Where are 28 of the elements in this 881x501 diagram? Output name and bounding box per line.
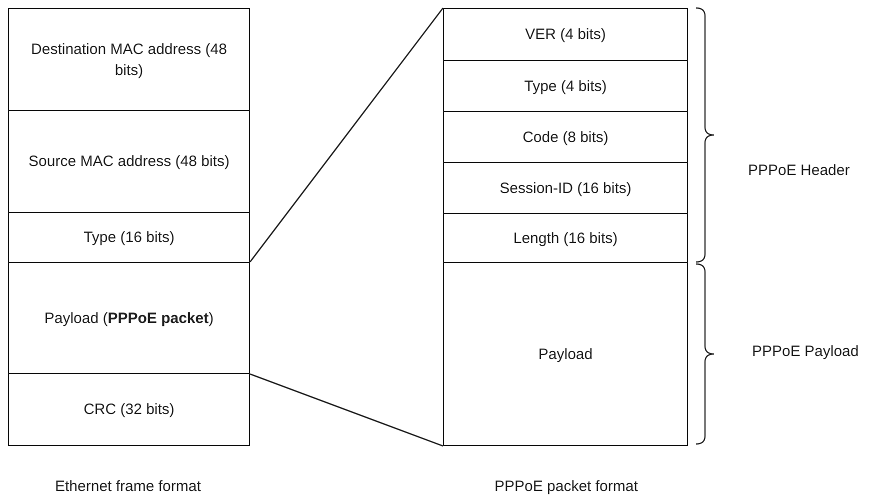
field-label: VER (4 bits) xyxy=(524,25,607,45)
packet-field xyxy=(8,110,250,213)
field-label: CRC (32 bits) xyxy=(82,400,176,420)
packet-field xyxy=(443,162,688,214)
field-label: Payload xyxy=(537,344,594,364)
packet-field xyxy=(8,8,250,111)
field-label: Destination MAC address (48 bits) xyxy=(30,40,228,80)
packet-field xyxy=(8,212,250,263)
field-label: Code (8 bits) xyxy=(522,128,610,148)
packet-field xyxy=(443,60,688,112)
packet-field xyxy=(8,262,250,374)
packet-field xyxy=(443,111,688,163)
brace-label: PPPoE Header xyxy=(748,162,850,179)
field-label: Type (4 bits) xyxy=(523,76,608,96)
format-caption: PPPoE packet format xyxy=(494,478,638,495)
packet-field xyxy=(8,373,250,446)
field-label: Session-ID (16 bits) xyxy=(498,178,632,198)
expansion-line xyxy=(249,8,444,262)
expansion-line xyxy=(250,373,444,447)
field-label: Type (16 bits) xyxy=(82,228,176,248)
field-label: Length (16 bits) xyxy=(512,228,619,248)
field-label: Payload (PPPoE packet) xyxy=(43,308,215,328)
packet-field xyxy=(443,262,688,446)
brace-label: PPPoE Payload xyxy=(752,343,859,360)
packet-field xyxy=(443,213,688,263)
format-caption: Ethernet frame format xyxy=(55,478,201,495)
field-label: Source MAC address (48 bits) xyxy=(28,152,230,172)
packet-field xyxy=(443,8,688,61)
